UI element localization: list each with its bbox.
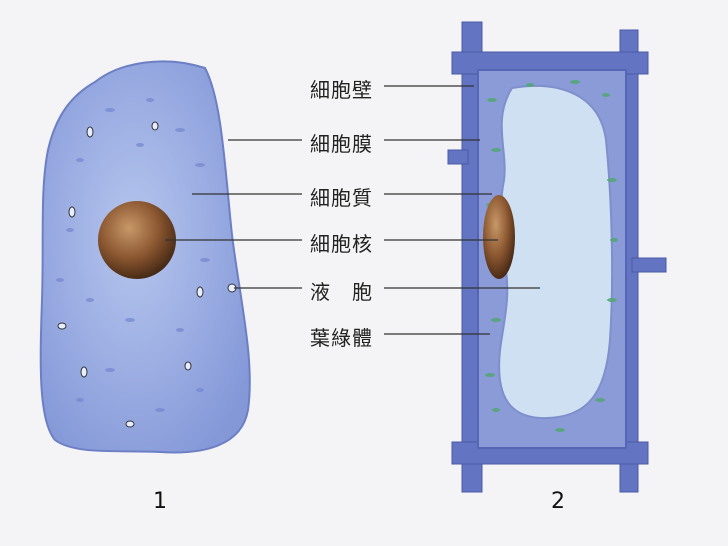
plant-nucleus — [483, 195, 515, 279]
vacuole — [498, 84, 614, 420]
figure-number-1: 1 — [153, 489, 167, 514]
label-cell-membrane: 細胞膜 — [310, 132, 373, 156]
cytoplasm-granules — [56, 98, 210, 412]
label-cytoplasm: 細胞質 — [310, 186, 373, 210]
label-cell-wall: 細胞壁 — [310, 78, 373, 102]
figure-number-2: 2 — [551, 489, 565, 514]
animal-nucleus — [98, 201, 176, 279]
animal-vesicles — [57, 121, 237, 428]
chloroplast-group — [485, 80, 618, 432]
label-vacuole: 液 胞 — [310, 280, 373, 304]
leader-lines — [165, 85, 540, 335]
label-nucleus: 細胞核 — [310, 232, 373, 256]
label-chloroplast: 葉綠體 — [310, 326, 373, 350]
